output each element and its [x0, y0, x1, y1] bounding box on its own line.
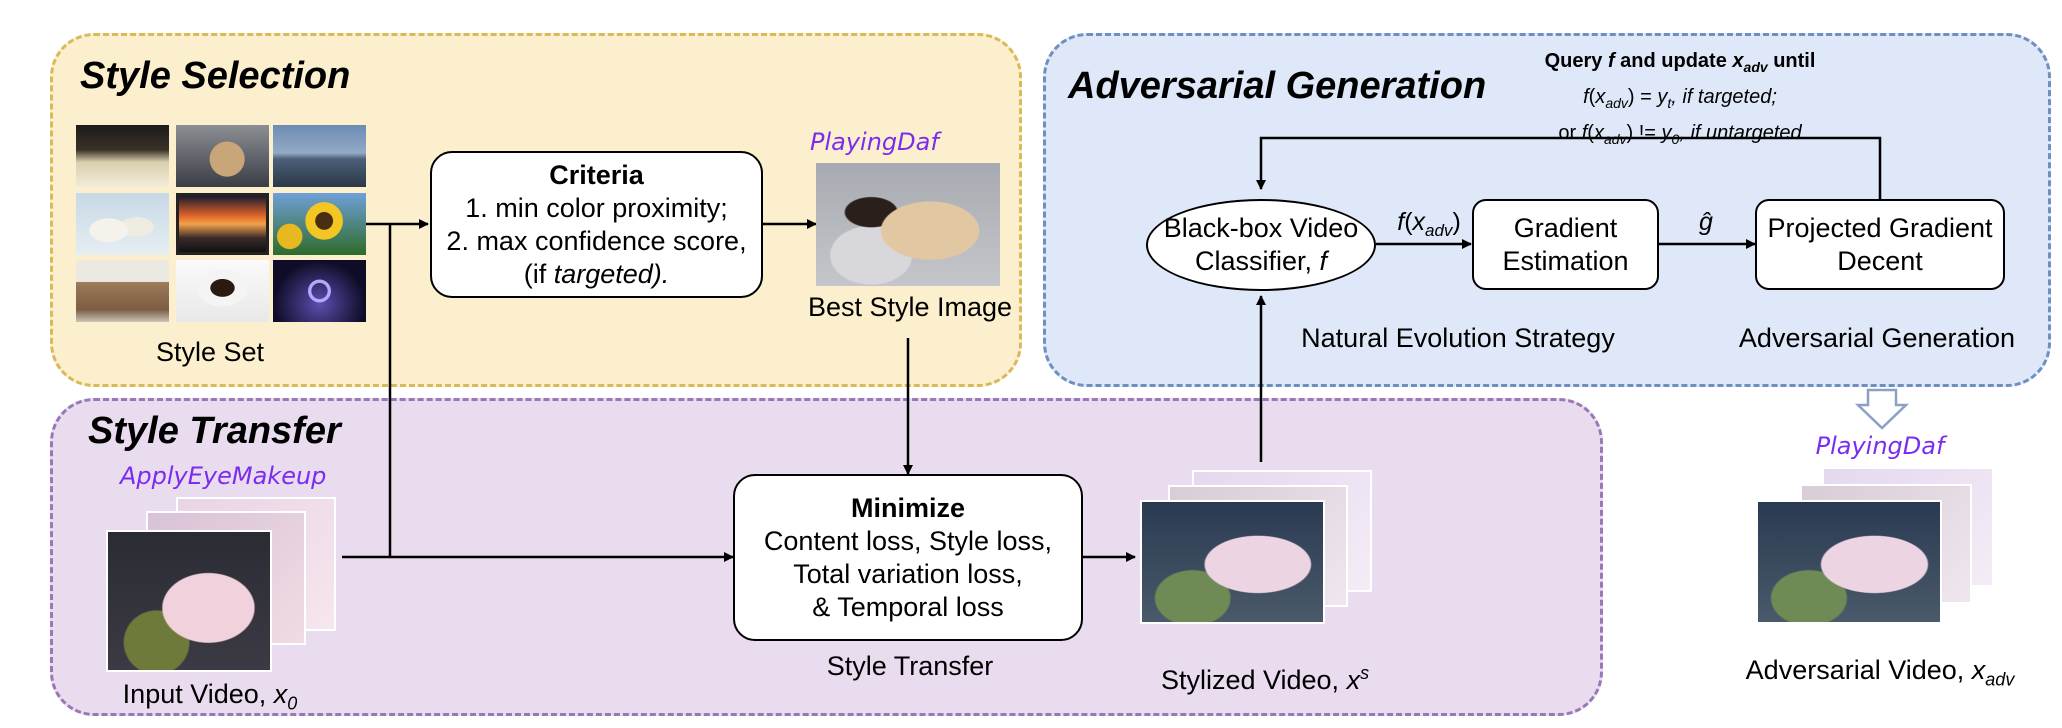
stylized-video-caption: Stylized Video, xs — [1160, 663, 1370, 695]
style-selection-title: Style Selection — [80, 55, 351, 97]
style-thumb-sunflower — [273, 193, 366, 255]
criteria-title: Criteria — [549, 159, 644, 190]
minimize-line-1: Content loss, Style loss, — [763, 525, 1053, 556]
style-thumb-sofa — [76, 260, 169, 322]
minimize-line-2: Total variation loss, — [793, 558, 1023, 589]
adversarial-generation-caption: Adversarial Generation — [1738, 323, 2016, 353]
adversarial-video-caption: Adversarial Video, xadv — [1745, 655, 2015, 690]
style-thumb-bowl — [76, 125, 169, 187]
style-thumb-bridge — [273, 125, 366, 187]
adversarial-generation-title: Adversarial Generation — [1068, 65, 1487, 107]
best-style-image — [816, 163, 1000, 286]
criteria-line-1: 1. min color proximity; — [465, 192, 728, 223]
output-down-arrow — [1854, 388, 1910, 430]
input-video-class-label: ApplyEyeMakeup — [120, 462, 327, 490]
minimize-box: Minimize Content loss, Style loss, Total… — [733, 474, 1083, 641]
minimize-line-3: & Temporal loss — [812, 591, 1004, 622]
style-set-label: Style Set — [155, 337, 265, 367]
gradient-line-2: Estimation — [1502, 245, 1629, 276]
style-thumb-polar-bears — [76, 193, 169, 255]
query-line-3: or f(xadv) != y0, if untargeted — [1558, 122, 1802, 147]
best-style-caption: Best Style Image — [807, 292, 1013, 322]
adversarial-video-class-label: PlayingDaf — [1815, 432, 1945, 460]
gradient-line-1: Gradient — [1513, 212, 1618, 243]
input-video-caption: Input Video, x0 — [122, 679, 298, 714]
gradient-estimation-box: Gradient Estimation — [1472, 199, 1659, 290]
style-thumb-sunset — [176, 193, 269, 255]
criteria-box: Criteria 1. min color proximity; 2. max … — [430, 151, 763, 298]
classifier-node: Black-box Video Classifier, f — [1146, 199, 1376, 291]
gradient-estimate-label: ĝ — [1699, 208, 1713, 236]
natural-evolution-strategy-caption: Natural Evolution Strategy — [1301, 323, 1615, 353]
minimize-title: Minimize — [850, 492, 965, 523]
query-line-2: f(xadv) = yt, if targeted; — [1583, 86, 1777, 111]
criteria-line-3: (if targeted). — [523, 258, 670, 289]
style-transfer-caption: Style Transfer — [826, 651, 994, 681]
style-thumb-coffee-cup — [176, 260, 269, 322]
style-thumb-person-drum — [176, 125, 269, 187]
style-thumb-apple-logo — [273, 260, 366, 322]
criteria-line-2: 2. max confidence score, — [446, 225, 747, 256]
query-condition-text: Query f and update xadv until f(xadv) = … — [1470, 46, 1890, 154]
query-line-1: Query f and update xadv until — [1544, 50, 1816, 75]
classifier-line-2: Classifier, f — [1194, 246, 1328, 276]
projected-gradient-box: Projected Gradient Decent — [1755, 199, 2005, 290]
best-style-class-label: PlayingDaf — [810, 128, 939, 156]
classifier-output-label: f(xadv) — [1397, 208, 1461, 240]
classifier-line-1: Black-box Video — [1163, 213, 1359, 243]
pgd-line-2: Decent — [1837, 245, 1923, 276]
style-transfer-title: Style Transfer — [88, 410, 341, 452]
pgd-line-1: Projected Gradient — [1767, 212, 1993, 243]
